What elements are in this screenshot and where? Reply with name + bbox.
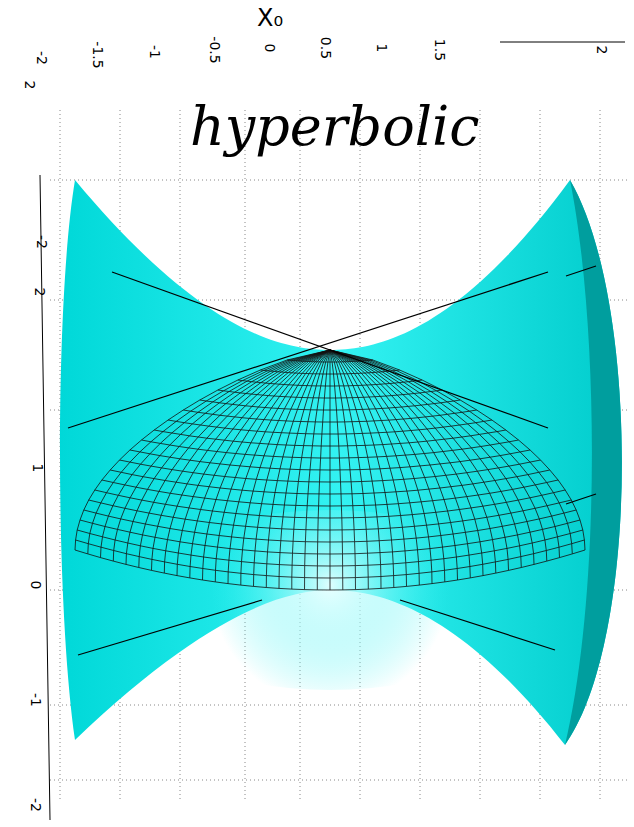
mesh-line xyxy=(75,350,330,550)
mesh-line xyxy=(330,350,343,590)
axis-label: X₀ xyxy=(257,6,283,30)
mesh-line xyxy=(330,350,331,590)
tick-label: -2 xyxy=(29,798,43,812)
mesh-line xyxy=(330,350,470,578)
tick-label: -2 xyxy=(35,235,49,249)
mesh-line xyxy=(330,350,356,590)
mesh-surface xyxy=(75,350,585,590)
mesh-line xyxy=(317,350,330,590)
mesh-line xyxy=(152,350,331,570)
mesh-line xyxy=(330,350,407,586)
plot-title: hyperbolic xyxy=(190,100,480,154)
tick-label: 2 xyxy=(23,81,37,90)
tick-label: 0 xyxy=(263,44,277,53)
mesh-line xyxy=(292,350,330,589)
grid-lines xyxy=(50,110,630,800)
mesh-line xyxy=(330,350,419,585)
hyperboloid-surface xyxy=(60,180,622,745)
mesh-line xyxy=(228,350,330,584)
tick-label: -1 xyxy=(148,45,162,59)
axis-frame xyxy=(40,42,625,820)
tick-label: 0.5 xyxy=(319,37,333,59)
tick-label: 2 xyxy=(33,288,47,297)
mesh-line xyxy=(305,350,331,590)
tick-label: -0.5 xyxy=(208,36,222,63)
mesh-line xyxy=(330,350,534,564)
tick-label: 2 xyxy=(595,46,609,55)
tick-label: 1.5 xyxy=(433,39,447,61)
tick-label: 1 xyxy=(375,44,389,53)
mesh-line xyxy=(330,350,521,568)
mesh-line xyxy=(330,350,560,558)
tick-label: -1.5 xyxy=(91,41,105,68)
mesh-line xyxy=(330,350,458,580)
hyperboloid-opening xyxy=(565,180,622,745)
mesh-line xyxy=(254,350,331,586)
tick-label: -1 xyxy=(29,693,43,707)
mesh-line xyxy=(203,350,331,580)
mesh-line xyxy=(330,350,585,550)
mesh-line xyxy=(330,350,547,561)
mesh-line xyxy=(279,350,330,588)
mesh-line xyxy=(330,350,394,588)
mesh-line xyxy=(215,350,330,582)
mesh-line xyxy=(113,350,330,561)
mesh-line xyxy=(190,350,330,578)
tick-label: -2 xyxy=(35,51,49,65)
mesh-line xyxy=(177,350,330,576)
mesh-line xyxy=(330,350,572,554)
mesh-line xyxy=(330,350,509,570)
tick-label: 0 xyxy=(29,581,43,590)
mesh-line xyxy=(330,350,381,588)
ruling-lines xyxy=(68,266,596,655)
tick-label: 1 xyxy=(31,464,45,473)
